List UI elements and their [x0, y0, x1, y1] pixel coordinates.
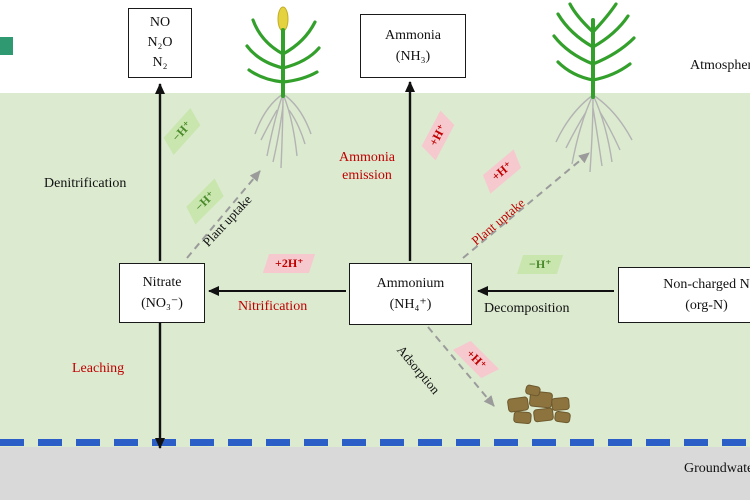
- organic-formula: (org-N): [685, 298, 728, 313]
- ammonium-box: Ammonium (NH₄⁺): [349, 263, 472, 325]
- leaching-label: Leaching: [72, 361, 125, 376]
- organic-name: Non-charged N: [663, 277, 750, 292]
- gas-no: NO: [149, 14, 171, 30]
- nitrification-proton-tag: +2H⁺: [262, 254, 316, 273]
- corn-tassel: [277, 6, 289, 32]
- groundwater-label: Groundwater: [684, 461, 750, 476]
- gases-box: NO N₂O N₂: [128, 8, 192, 78]
- decomposition-label: Decomposition: [484, 301, 570, 316]
- water-table-dashed-line: [0, 439, 750, 446]
- ammonia-formula: (NH₃): [395, 49, 431, 64]
- nitrate-name: Nitrate: [142, 275, 182, 290]
- decomposition-proton-tag: −H⁺: [516, 255, 564, 274]
- ammonia-emission-line2: emission: [342, 168, 392, 184]
- gas-n2: N₂: [152, 55, 168, 71]
- nitrification-label: Nitrification: [238, 299, 308, 314]
- decomposition-proton-text: −H⁺: [528, 257, 552, 271]
- nitrification-proton-text: +2H⁺: [274, 256, 304, 270]
- nitrate-formula: (NO₃⁻): [141, 296, 183, 311]
- ammonium-formula: (NH₄⁺): [389, 297, 432, 312]
- ammonia-emission-line1: Ammonia: [339, 150, 395, 165]
- denitrification-label: Denitrification: [44, 176, 127, 191]
- ammonium-name: Ammonium: [376, 276, 445, 291]
- groundwater-background: [0, 447, 750, 500]
- ammonia-box: Ammonia (NH₃): [360, 14, 466, 78]
- gas-n2o: N₂O: [147, 34, 173, 50]
- ammonia-name: Ammonia: [385, 28, 441, 43]
- ammonia-emission-label: Ammonia emission: [326, 149, 408, 185]
- page-artifact-square: [0, 37, 13, 55]
- organic-n-box: Non-charged N (org-N): [618, 267, 750, 323]
- atmosphere-label: Atmosphere: [690, 58, 750, 73]
- nitrate-box: Nitrate (NO₃⁻): [119, 263, 205, 323]
